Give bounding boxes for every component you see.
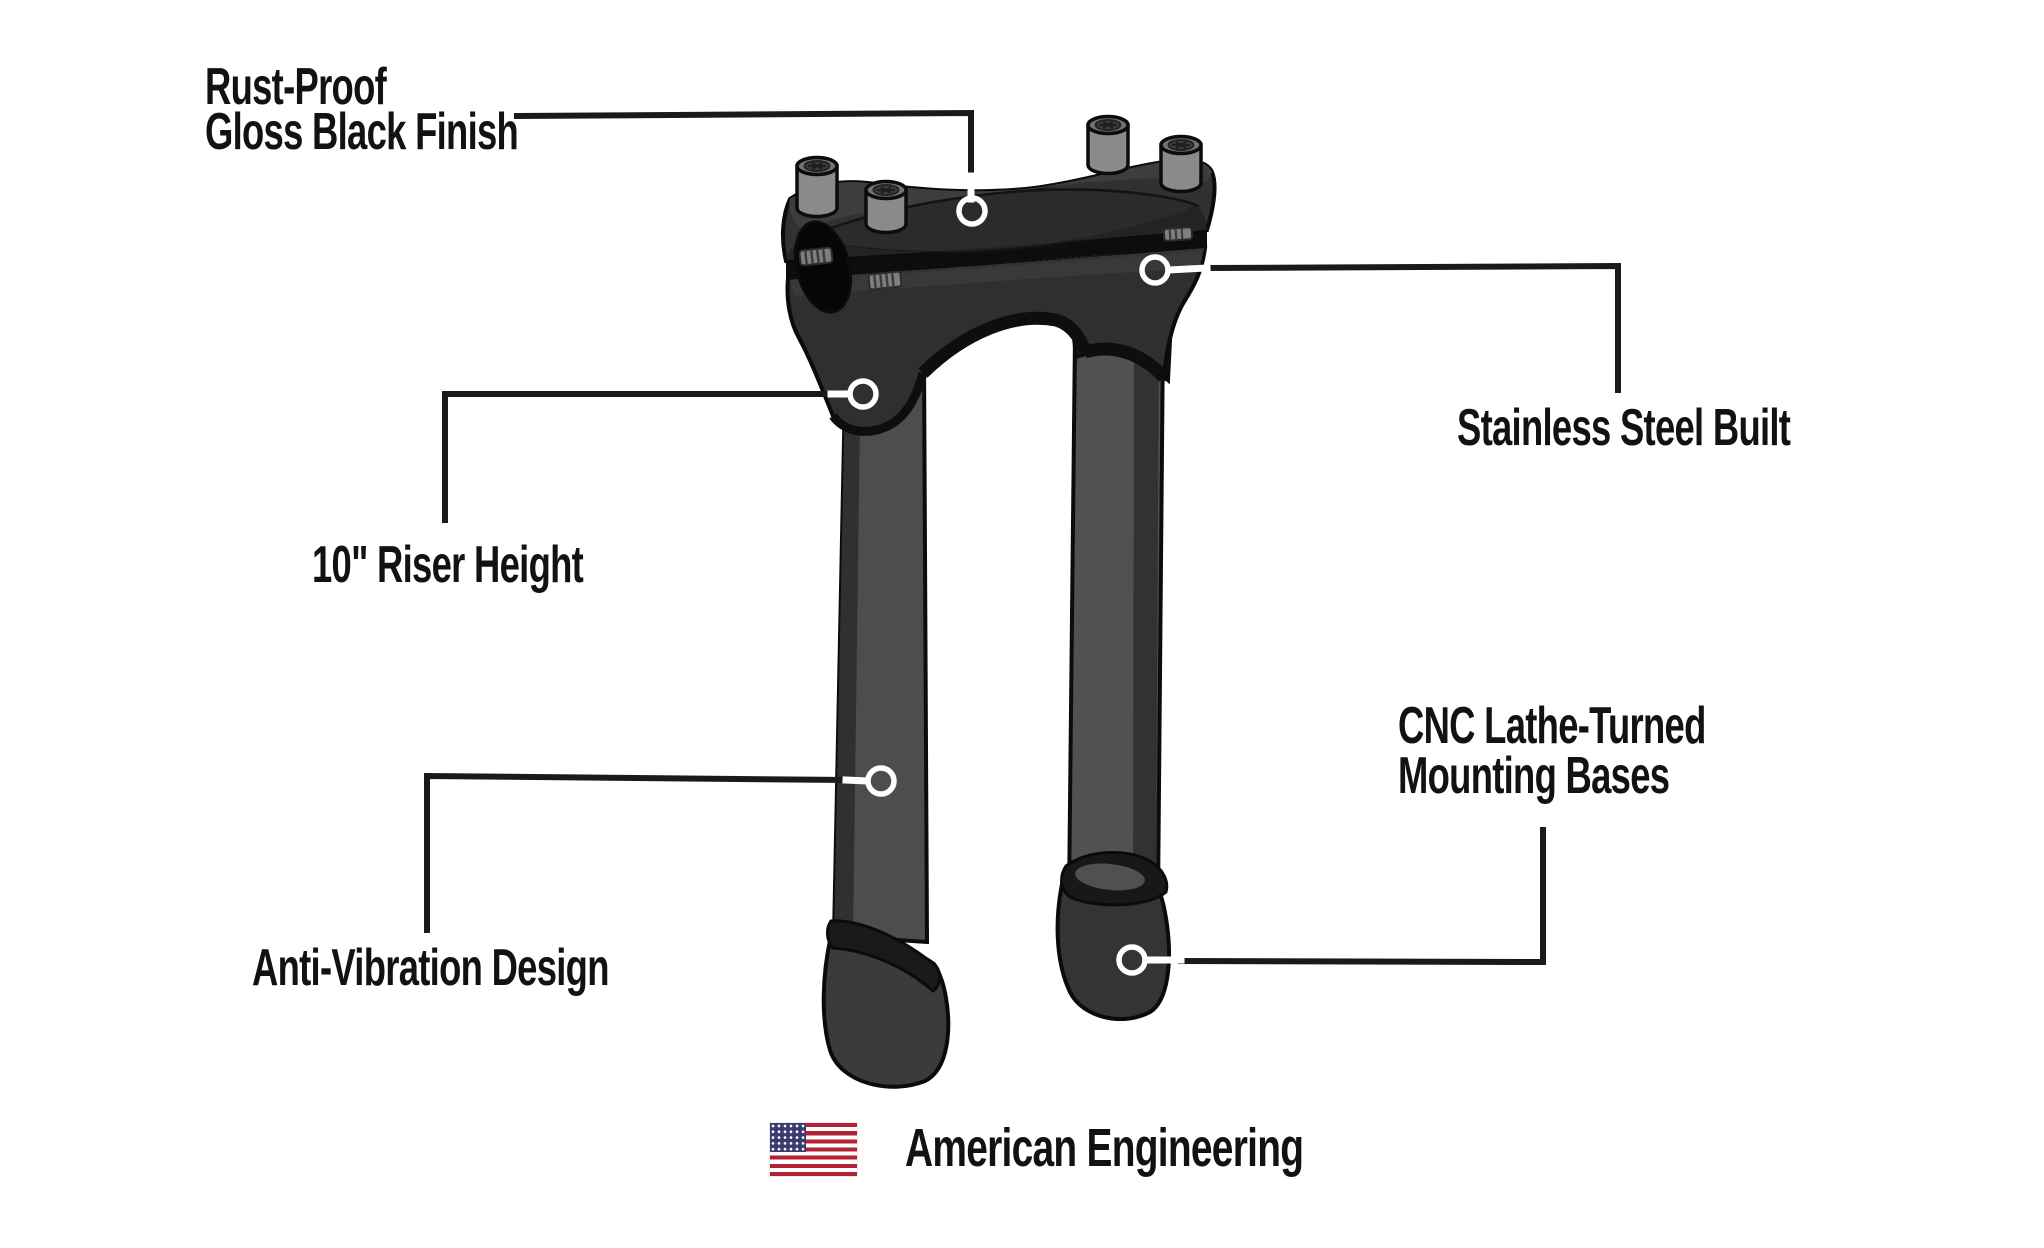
riser-product bbox=[780, 114, 1217, 1089]
handlebar-bore bbox=[793, 220, 853, 314]
left-riser-leg bbox=[831, 337, 930, 945]
left-mounting-base bbox=[821, 919, 951, 1089]
bolt-icon bbox=[1086, 114, 1130, 176]
label-rust-proof-line1: Rust-Proof bbox=[205, 58, 387, 116]
label-cnc-bases: CNC Lathe-Turned Mounting Bases bbox=[1398, 697, 1706, 805]
callout-dot-rust-proof bbox=[956, 195, 988, 227]
us-flag-canton bbox=[770, 1123, 806, 1152]
callout-line-riser-height bbox=[442, 378, 879, 523]
label-riser-height: 10" Riser Height bbox=[312, 536, 584, 594]
callout-line-anti-vibration bbox=[424, 765, 897, 933]
label-stainless-steel: Stainless Steel Built bbox=[1457, 399, 1791, 457]
bolt-icon bbox=[1159, 134, 1203, 194]
bolt-icon bbox=[864, 179, 908, 235]
callout-line-rust-proof bbox=[513, 109, 988, 227]
right-mounting-base bbox=[1055, 851, 1171, 1021]
clamp-bolts bbox=[795, 114, 1203, 235]
callout-dot-anti-vibration bbox=[865, 765, 897, 797]
label-american-engineering: American Engineering bbox=[905, 1118, 1304, 1178]
label-cnc-line1: CNC Lathe-Turned bbox=[1398, 697, 1706, 755]
callout-dot-riser-height bbox=[847, 378, 879, 410]
label-anti-vibration: Anti-Vibration Design bbox=[252, 939, 609, 997]
callout-dot-stainless bbox=[1139, 254, 1171, 286]
clamp-set-screws bbox=[798, 226, 1194, 291]
right-riser-leg bbox=[1066, 298, 1175, 903]
callout-line-cnc bbox=[1116, 827, 1546, 976]
bolt-icon bbox=[795, 155, 839, 219]
us-flag-icon bbox=[770, 1123, 857, 1176]
clamp-seam bbox=[786, 229, 1207, 280]
label-rust-proof-line2: Gloss Black Finish bbox=[205, 103, 519, 161]
label-rust-proof: Rust-Proof Gloss Black Finish bbox=[205, 58, 519, 161]
callout-dot-cnc bbox=[1116, 944, 1148, 976]
label-cnc-line2: Mounting Bases bbox=[1398, 747, 1670, 805]
callout-line-stainless bbox=[1139, 254, 1621, 393]
